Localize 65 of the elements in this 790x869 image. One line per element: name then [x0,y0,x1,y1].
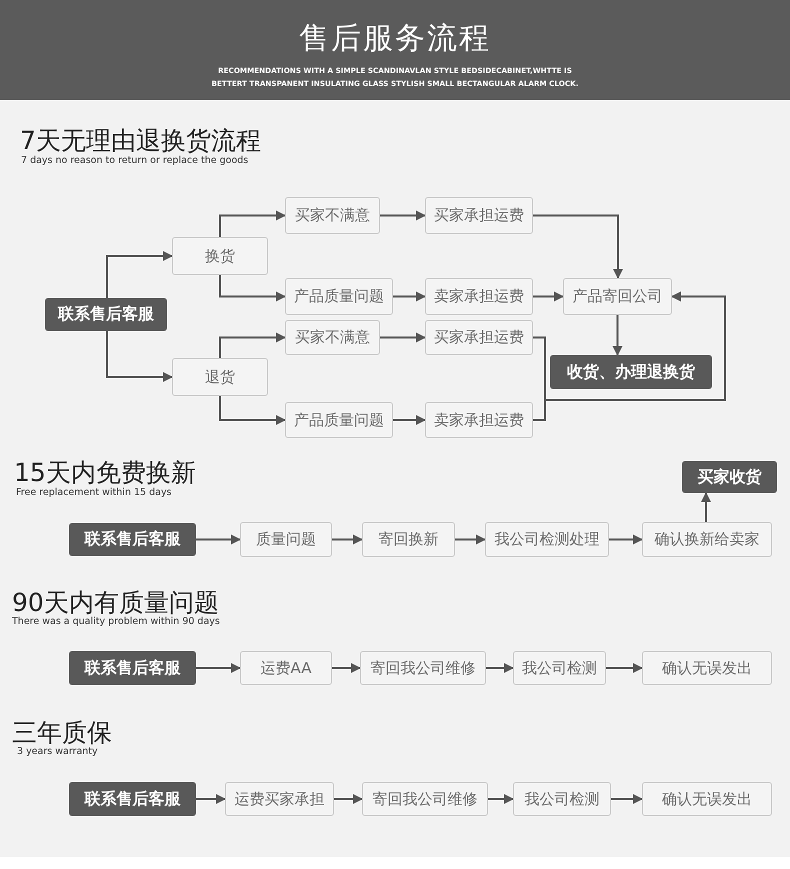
arrow [380,332,426,342]
highlight-box: 联系售后客服 [45,298,167,331]
arrow [332,663,361,673]
section-subtitle: Free replacement within 15 days [16,487,172,498]
process-box: 卖家承担运费 [425,402,533,438]
arrow [612,315,622,356]
title: 售后服务流程 [298,20,492,58]
highlight-box: 联系售后客服 [69,782,196,816]
arrow [196,663,241,673]
arrow [486,663,514,673]
arrow [611,794,643,804]
process-box: 买家不满意 [285,197,380,234]
arrow [219,275,286,302]
process-box: 产品质量问题 [285,278,393,315]
arrow [606,663,643,673]
arrow [196,534,241,544]
process-box: 退货 [172,358,268,396]
arrow [106,331,173,382]
process-box: 确认无误发出 [642,651,772,685]
section-heading: 7天无理由退换货流程 [20,125,261,156]
section-subtitle: 7 days no reason to return or replace the goods [21,155,248,166]
arrow [393,292,426,302]
arrow [196,794,226,804]
section-subtitle: There was a quality problem within 90 days [12,616,220,627]
process-box: 我公司检测 [513,651,606,685]
process-box: 运费AA [240,651,332,685]
process-box: 我公司检测处理 [485,522,609,557]
section-subtitle: 3 years warranty [17,746,98,757]
arrow [533,292,564,302]
process-box: 运费买家承担 [225,782,334,816]
highlight-box: 联系售后客服 [69,523,196,556]
arrow [219,332,286,358]
process-box: 买家不满意 [285,320,380,355]
arrow [219,210,286,237]
arrow [701,492,711,522]
process-box: 我公司检测 [513,782,611,816]
process-box: 卖家承担运费 [425,278,533,315]
process-box: 寄回我公司维修 [360,651,486,685]
section-heading: 15天内免费换新 [14,457,196,488]
arrow [455,534,486,544]
arrow [533,214,623,279]
process-box: 产品质量问题 [285,402,393,438]
section-heading: 90天内有质量问题 [12,587,219,617]
arrow [488,794,514,804]
arrow [393,415,426,425]
arrow [609,534,643,544]
process-box: 确认无误发出 [642,782,772,816]
process-box: 买家承担运费 [425,197,533,234]
process-box: 确认换新给卖家 [642,522,772,557]
process-box: 质量问题 [240,522,332,557]
process-box: 换货 [172,237,268,275]
highlight-box: 买家收货 [682,461,777,493]
process-box: 寄回我公司维修 [362,782,488,816]
arrow [332,534,363,544]
section-heading: 三年质保 [12,717,112,747]
arrow [334,794,363,804]
arrow [533,292,726,421]
arrow [380,210,426,220]
highlight-box: 收货、办理退换货 [550,355,712,389]
process-box: 买家承担运费 [425,320,533,355]
process-box: 寄回换新 [362,522,455,557]
arrow [219,396,286,425]
arrow [106,251,173,298]
process-box: 产品寄回公司 [563,278,672,315]
highlight-box: 联系售后客服 [69,651,196,685]
